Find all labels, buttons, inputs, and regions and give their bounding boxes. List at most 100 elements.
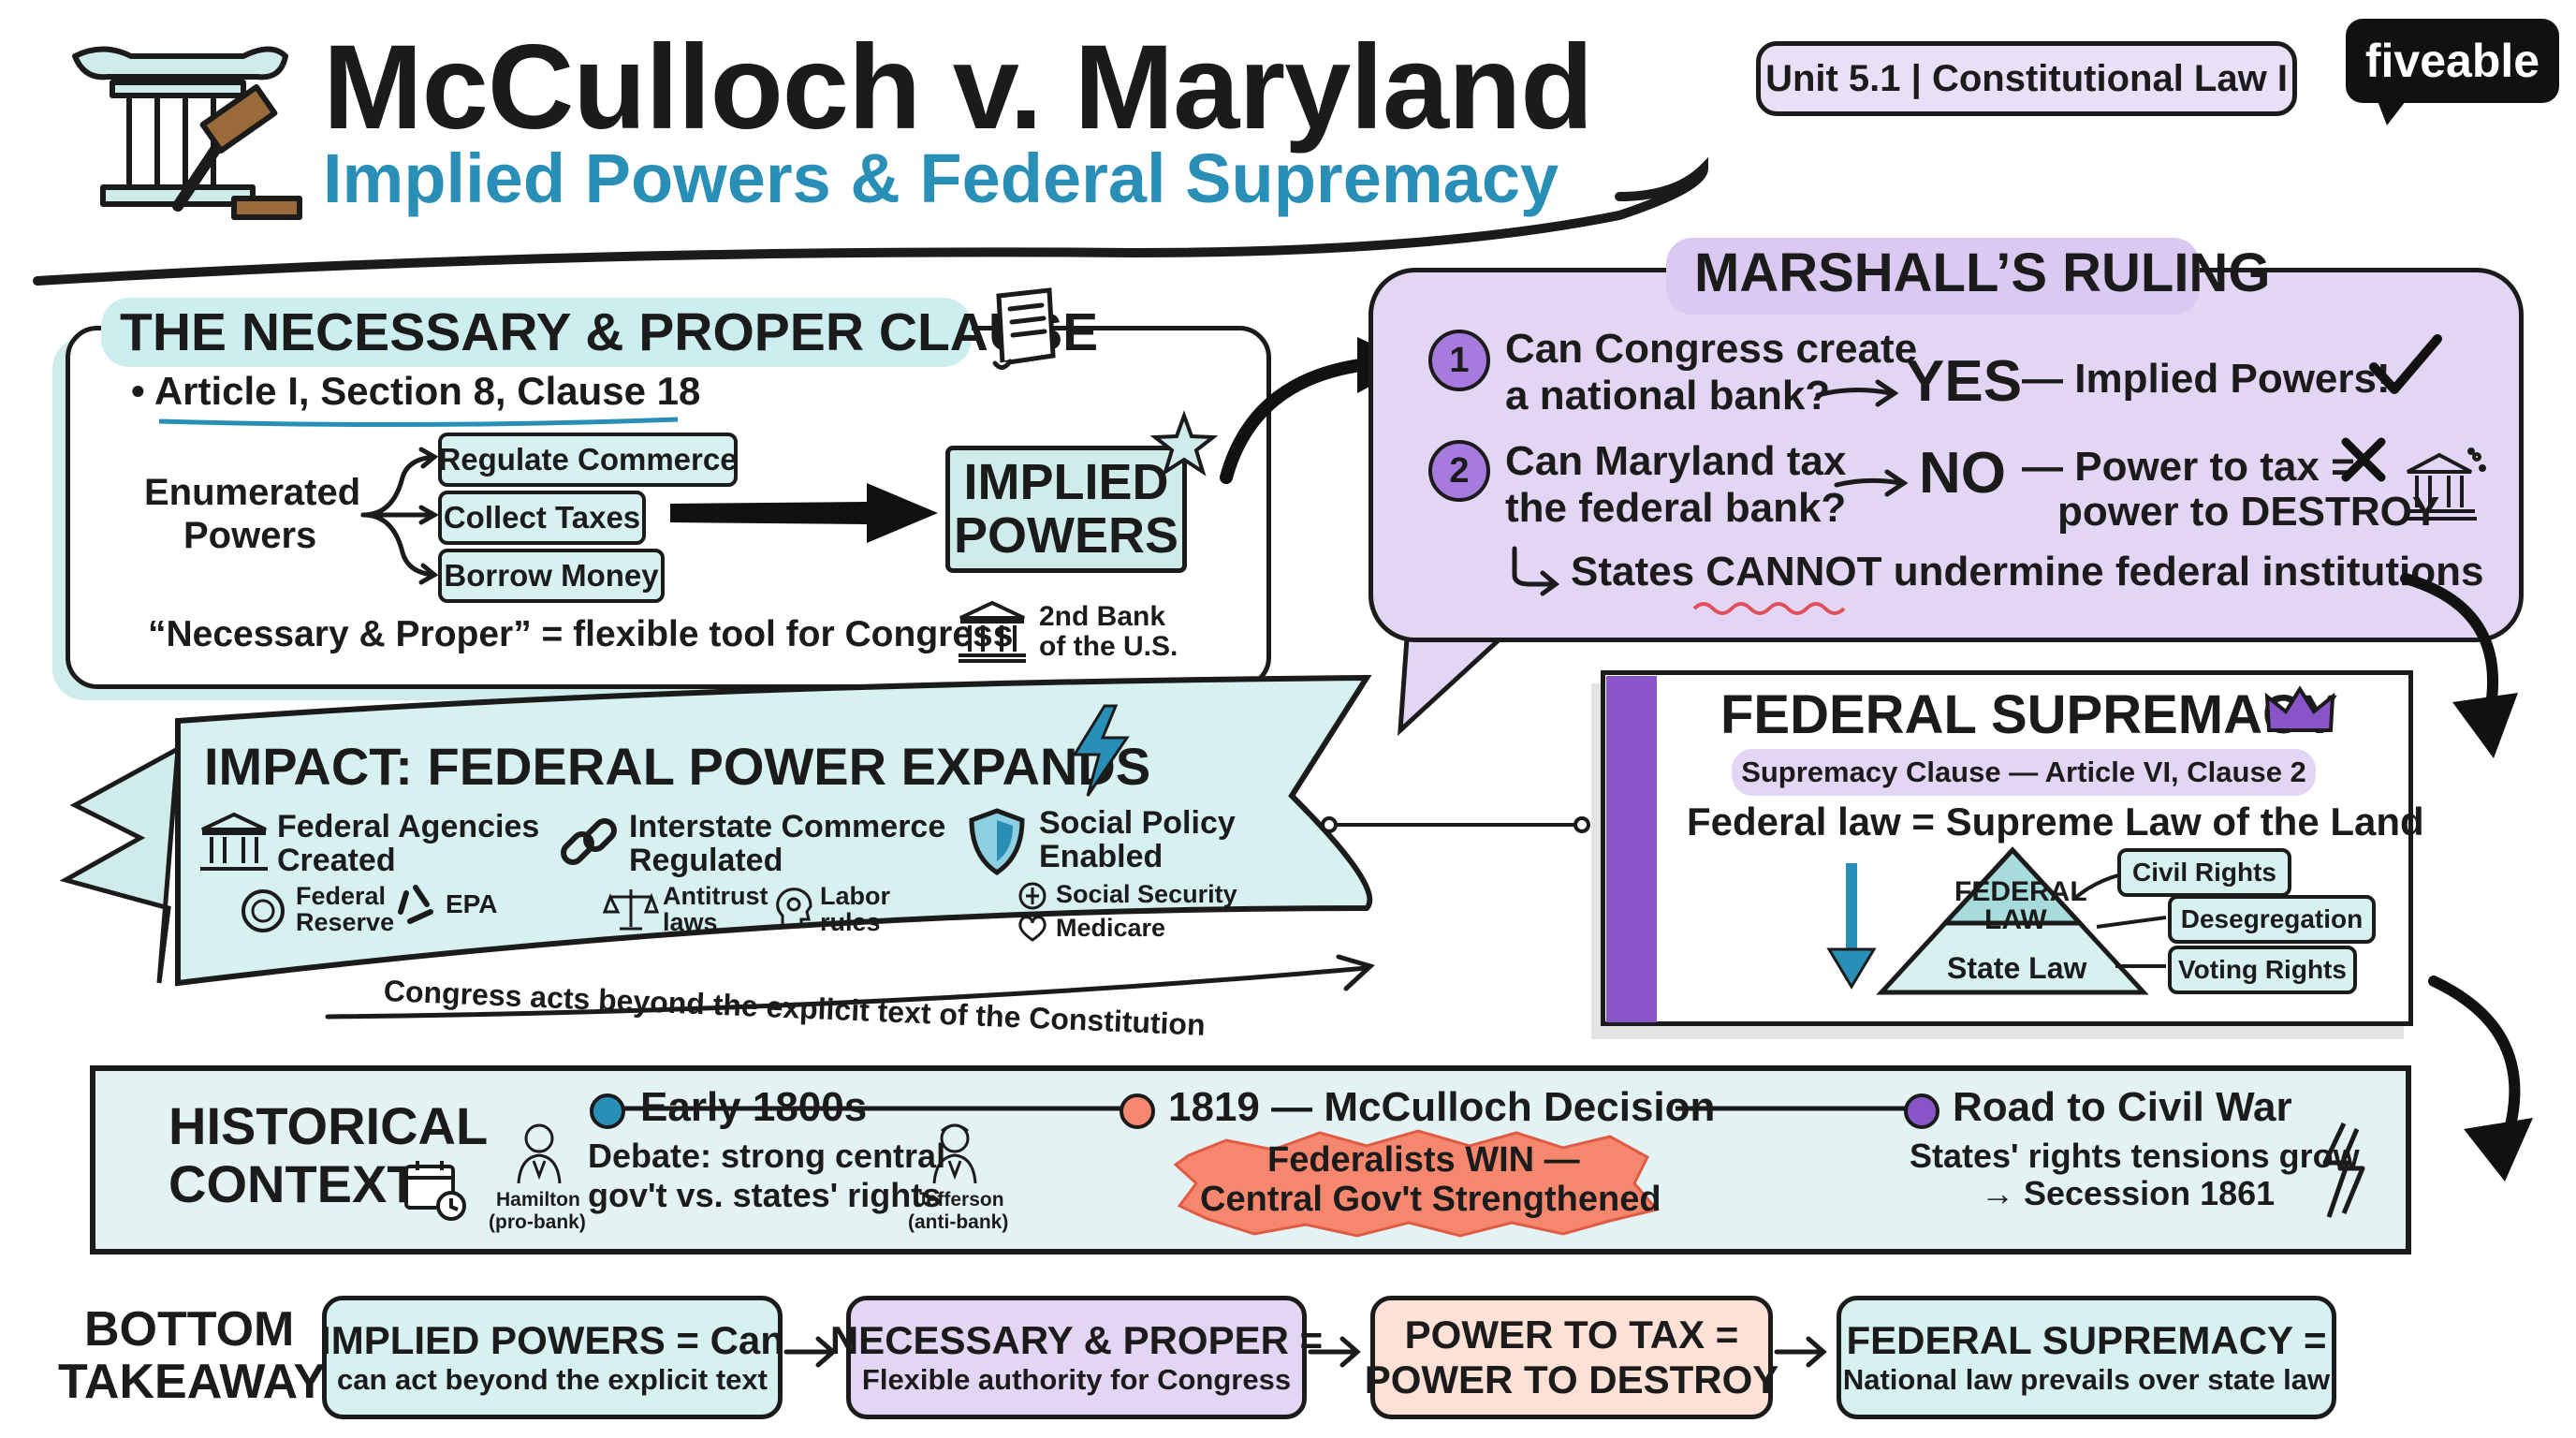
- power-pill-commerce: Regulate Commerce: [438, 433, 738, 487]
- pyramid-law: LAW: [1984, 904, 2047, 935]
- burst-badge: [1173, 1129, 1660, 1238]
- lightning-icon: [1072, 704, 1130, 797]
- labor-line1: Labor: [820, 882, 891, 910]
- red-squiggle: [1692, 602, 1846, 615]
- timeline-civil-war: Road to Civil War: [1953, 1084, 2292, 1130]
- timeline-dot-early: [590, 1093, 625, 1129]
- question-1-number: 1: [1428, 330, 1490, 391]
- takeaway-arrow-3: [1774, 1336, 1827, 1368]
- impact-col3-line2: Enabled: [1039, 839, 1164, 874]
- bank-icon: [959, 600, 1026, 663]
- hamilton-line-1: Hamilton: [496, 1189, 580, 1211]
- supremacy-clause-badge: Supremacy Clause — Article VI, Clause 2: [1732, 749, 2316, 796]
- history-title-2: CONTEXT: [168, 1154, 419, 1213]
- answer-1-detail: — Implied Powers!: [2022, 356, 2391, 402]
- head-gear-icon: [776, 888, 812, 927]
- question-2-line-1: Can Maryland tax: [1505, 438, 1847, 484]
- implied-powers-box: IMPLIED POWERS: [945, 446, 1187, 573]
- social-security-icon: [1018, 882, 1046, 910]
- caption-arrow: [325, 954, 1375, 1020]
- timeline-dot-civil-war: [1904, 1093, 1939, 1129]
- answer-2-detail-2: power to DESTROY: [2057, 489, 2440, 535]
- takeaway-card-necessary-main: NECESSARY & PROPER =: [829, 1318, 1324, 1362]
- star-icon: [1149, 410, 1219, 477]
- calendar-icon: [404, 1161, 466, 1221]
- takeaway-card-implied-sub: can act beyond the explicit text: [337, 1363, 768, 1396]
- takeaway-card-supremacy-main: FEDERAL SUPREMACY =: [1846, 1318, 2327, 1362]
- takeaway-card-supremacy-sub: National law prevails over state law: [1842, 1363, 2331, 1396]
- pyramid-federal: FEDERAL: [1954, 876, 2087, 907]
- jefferson-line-2: (anti-bank): [908, 1211, 1009, 1233]
- jefferson-portrait-icon: [932, 1123, 977, 1184]
- states-post: undermine federal institutions: [1881, 549, 2484, 594]
- enumerated-label-1: Enumerated: [144, 472, 361, 513]
- ruling-title-bg: [1666, 238, 2200, 315]
- necessary-proper-title: THE NECESSARY & PROPER CLAUSE: [120, 302, 1099, 362]
- pyramid-state-law: State Law: [1947, 951, 2087, 985]
- brand-tail: [2378, 101, 2406, 125]
- tension-line-2: → Secession 1861: [1981, 1174, 2276, 1212]
- right-pill-desegregation: Desegregation: [2168, 895, 2376, 944]
- timeline-line: [608, 1106, 1919, 1111]
- states-pre: States: [1571, 549, 1706, 594]
- impact-ribbon: [59, 674, 1373, 987]
- medicare-label: Medicare: [1056, 914, 1166, 942]
- courthouse-gavel-icon: [72, 46, 302, 220]
- branch-arrows: [360, 447, 440, 585]
- takeaway-label-1: BOTTOM: [84, 1302, 295, 1357]
- debate-line-1: Debate: strong central: [588, 1137, 946, 1175]
- question-2-number: 2: [1428, 440, 1490, 502]
- impact-col2-line1: Interstate Commerce: [629, 809, 946, 844]
- impact-col2-line2: Regulated: [629, 843, 783, 878]
- curved-arrow-to-history: [2428, 976, 2533, 1181]
- scroll-icon: [992, 287, 1056, 370]
- brand-logo[interactable]: fiveable: [2346, 19, 2559, 103]
- takeaway-arrow-2: [1308, 1336, 1361, 1368]
- connector-line: [1321, 816, 1590, 833]
- states-cannot-statement: States CANNOT undermine federal institut…: [1571, 549, 2483, 595]
- arrow-right-icon-2: [1834, 469, 1909, 497]
- takeaway-card-necessary: NECESSARY & PROPER = Flexible authority …: [830, 1296, 1323, 1419]
- scales-icon: [602, 889, 660, 931]
- chain-link-icon: [561, 818, 617, 865]
- flexible-tool-text: “Necessary & Proper” = flexible tool for…: [148, 614, 1014, 654]
- question-1-line-2: a national bank?: [1505, 373, 1831, 418]
- implied-powers-line-2: POWERS: [953, 507, 1179, 564]
- title-underline: [33, 156, 1709, 286]
- law-pyramid: [1876, 846, 2149, 995]
- fed-reserve-line2: Reserve: [296, 908, 395, 936]
- impact-col1-line1: Federal Agencies: [277, 809, 540, 844]
- question-1-line-1: Can Congress create: [1505, 326, 1918, 372]
- hamilton-portrait-icon: [517, 1123, 562, 1184]
- arrow-right-icon: [1815, 379, 1899, 407]
- page-title: McCulloch v. Maryland: [323, 21, 1593, 154]
- impact-col1-line2: Created: [277, 843, 396, 878]
- shield-icon: [969, 808, 1025, 876]
- x-mark-icon: [2341, 437, 2386, 482]
- down-arrow-icon: [1826, 863, 1877, 990]
- answer-1: YES: [1906, 349, 2023, 414]
- federal-reserve-seal-icon: [242, 889, 285, 932]
- debate-line-2: gov't vs. states' rights: [588, 1176, 942, 1214]
- history-title-1: HISTORICAL: [168, 1096, 489, 1155]
- takeaway-card-tax-main: POWER TO TAX =: [1404, 1313, 1739, 1357]
- agency-building-icon: [200, 812, 268, 871]
- takeaway-card-necessary-sub: Flexible authority for Congress: [861, 1363, 1292, 1396]
- curved-arrow-to-supremacy: [2400, 573, 2518, 758]
- takeaway-card-implied-main: IMPLIED POWERS = Can: [320, 1318, 784, 1362]
- unit-badge: Unit 5.1 | Constitutional Law I: [1756, 41, 2297, 116]
- power-pill-borrow: Borrow Money: [438, 549, 665, 603]
- recycle-icon: [398, 885, 433, 924]
- question-2-line-2: the federal bank?: [1505, 485, 1847, 531]
- answer-2: NO: [1919, 441, 2006, 506]
- page-subtitle: Implied Powers & Federal Supremacy: [323, 139, 1559, 217]
- takeaway-card-tax-sub: POWER TO DESTROY: [1364, 1357, 1779, 1401]
- bank-label-1: 2nd Bank: [1039, 601, 1166, 632]
- crumbling-bank-icon: [2404, 448, 2486, 521]
- marshalls-ruling-panel: [1368, 268, 2524, 642]
- antitrust-line1: Antitrust: [663, 882, 768, 910]
- right-pill-voting: Voting Rights: [2168, 946, 2357, 994]
- federalists-win-line-2: Central Gov't Strengthened: [1200, 1180, 1661, 1219]
- heart-icon: [1018, 916, 1046, 942]
- supremacy-accent-strip: [1606, 676, 1657, 1022]
